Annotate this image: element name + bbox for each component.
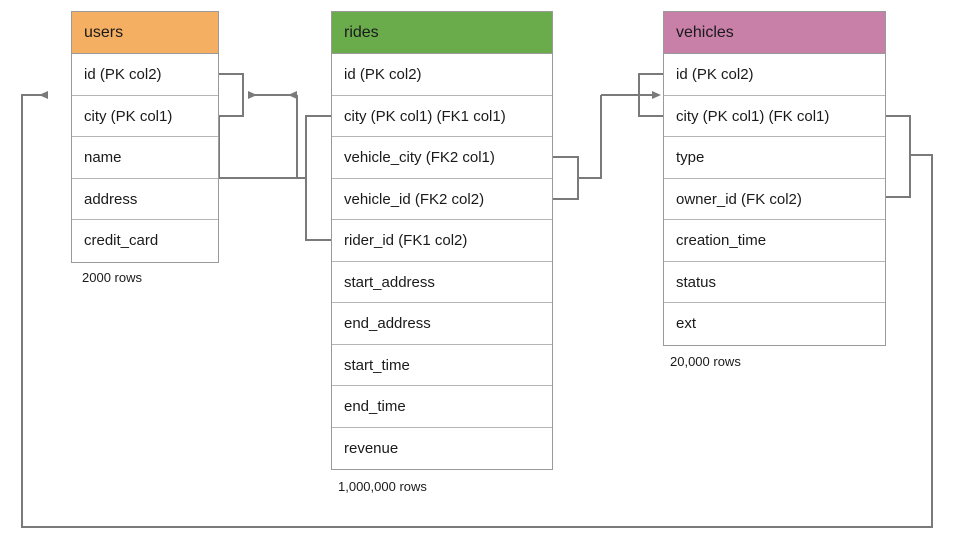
table-row[interactable]: city (PK col1) bbox=[72, 96, 218, 137]
edge-fk1-rides-users bbox=[218, 73, 331, 241]
table-row[interactable]: id (PK col2) bbox=[664, 54, 885, 96]
table-row[interactable]: credit_card bbox=[84, 232, 159, 249]
table-row[interactable]: address bbox=[72, 179, 218, 220]
table-row[interactable]: owner_id (FK col2) bbox=[664, 179, 885, 220]
table-row[interactable]: revenue bbox=[344, 439, 399, 457]
table-row[interactable]: vehicle_id (FK2 col2) bbox=[332, 179, 552, 220]
table-row[interactable]: id (PK col2) bbox=[72, 54, 218, 96]
table-header-users: users bbox=[72, 12, 218, 54]
table-row[interactable]: vehicle_city (FK2 col1) bbox=[332, 137, 552, 179]
rowcount-label-vehicles: 20,000 rows bbox=[670, 354, 741, 369]
table-row[interactable]: type bbox=[664, 137, 885, 179]
table-row[interactable]: end_time bbox=[332, 386, 552, 428]
table-row[interactable]: end_address bbox=[332, 303, 552, 345]
table-row[interactable]: id (PK col2) bbox=[332, 54, 552, 96]
rowcount-label-rides: 1,000,000 rows bbox=[338, 479, 427, 494]
rowcount-label-users: 2000 rows bbox=[82, 270, 142, 285]
edge-fk2-rides-vehicles bbox=[553, 73, 663, 200]
table-row[interactable]: rider_id (FK1 col2) bbox=[332, 220, 552, 262]
table-row[interactable]: ext bbox=[676, 315, 697, 332]
table-row[interactable]: start_time bbox=[332, 345, 552, 386]
table-row[interactable]: start_address bbox=[332, 262, 552, 303]
table-header-rides: rides bbox=[332, 12, 552, 54]
table-row[interactable]: city (PK col1) (FK1 col1) bbox=[332, 96, 552, 137]
table-row[interactable]: name bbox=[72, 137, 218, 179]
table-row[interactable]: creation_time bbox=[664, 220, 885, 262]
table-row[interactable]: city (PK col1) (FK col1) bbox=[664, 96, 885, 137]
table-header-vehicles: vehicles bbox=[664, 12, 885, 54]
table-row[interactable]: status bbox=[664, 262, 885, 303]
